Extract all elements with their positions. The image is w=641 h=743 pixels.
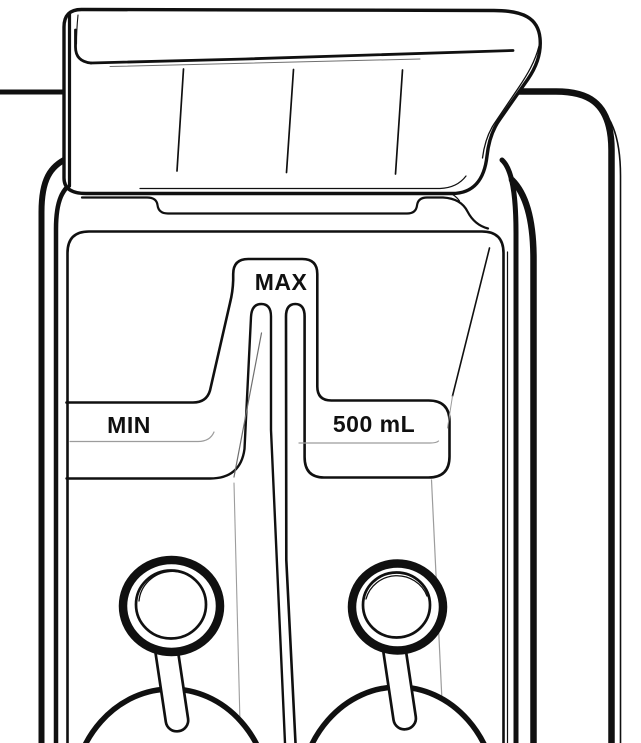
capacity-label: 500 mL xyxy=(333,411,415,437)
gauge-outer-contour xyxy=(65,257,451,743)
lid-fold-line-shadow xyxy=(109,58,421,67)
left-cap-ring-inner xyxy=(134,569,208,640)
gauge-left-crease-lower xyxy=(233,482,242,743)
gauge-left-crease-upper xyxy=(233,332,263,478)
lid-bottom-inner-line xyxy=(139,175,467,190)
lid-fold-line xyxy=(89,49,515,65)
dispenser-lid xyxy=(62,7,542,196)
lid-outline xyxy=(62,7,542,196)
machine-right-edge-highlight xyxy=(576,94,622,743)
panel-diagonal-reflection-tail xyxy=(447,395,453,429)
lid-hinge-hook xyxy=(74,28,93,65)
gauge-inner-contour xyxy=(65,302,287,743)
machine-top-right-edge xyxy=(456,88,615,743)
right-cap-ring-inner xyxy=(361,571,432,639)
left-cap-ring-highlight xyxy=(138,570,206,602)
left-cap xyxy=(82,555,260,743)
recess-step-line xyxy=(80,196,490,230)
right-cap xyxy=(309,559,487,743)
recess-frame-right-outer xyxy=(508,176,537,743)
lid-crease-1 xyxy=(176,68,185,172)
recess-frame-right-inner xyxy=(499,157,519,743)
max-label: MAX xyxy=(255,269,308,295)
lid-crease-3 xyxy=(394,69,404,175)
fill-level-gauge: MAX MIN 500 mL xyxy=(65,247,491,743)
lid-crease-2 xyxy=(285,68,295,174)
min-label: MIN xyxy=(107,412,151,438)
right-cap-ring-highlight xyxy=(365,575,428,600)
panel-diagonal-reflection xyxy=(451,247,491,397)
gauge-min-midline xyxy=(69,431,215,443)
lid-left-inner-line xyxy=(75,14,79,45)
lid-right-edge-inner xyxy=(481,45,540,159)
gauge-capacity-midline xyxy=(298,440,440,444)
